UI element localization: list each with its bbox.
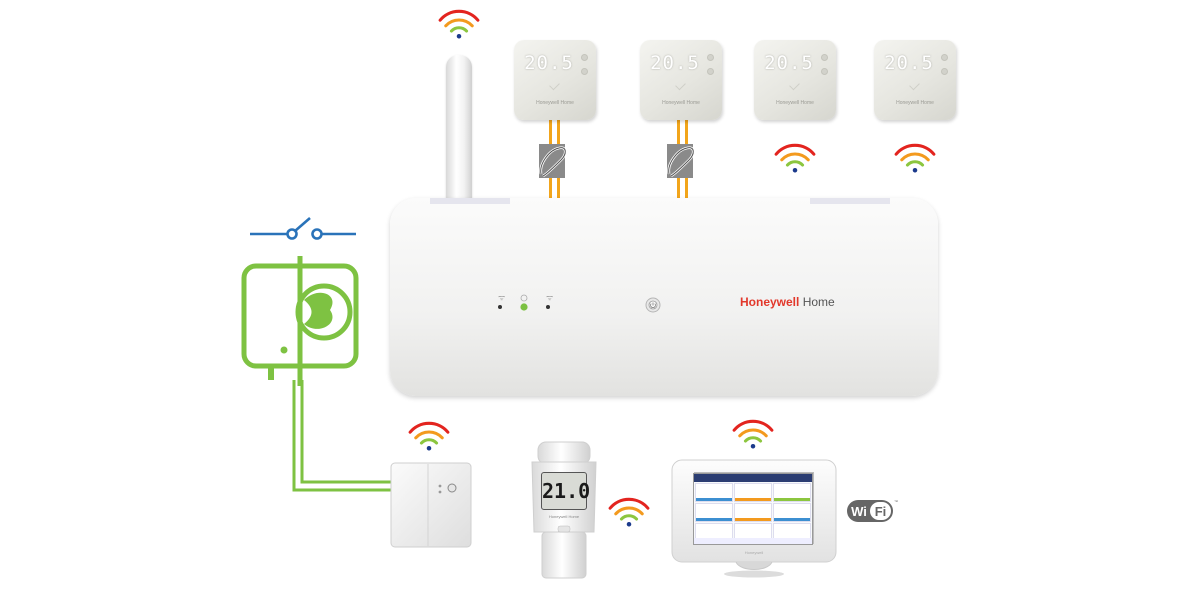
chevron-down-icon (909, 79, 920, 91)
wifi-waves-icon (894, 143, 936, 174)
thermostat-temp: 20.5 (650, 52, 700, 74)
svg-text:ᯤ: ᯤ (498, 293, 505, 302)
zone-tile (734, 483, 772, 502)
wall-thermostat-1: 20.5 Honeywell Home (514, 40, 596, 120)
svg-text:™: ™ (894, 499, 898, 504)
trv-brand: Honeywell Home (549, 514, 580, 519)
zone-grid (694, 482, 812, 543)
wifi-waves-icon (408, 421, 450, 452)
wifi-logo-text-left: Wi (851, 504, 867, 519)
wifi-waves-icon (732, 419, 774, 450)
radiator-valve: Honeywell Home (531, 441, 597, 579)
chevron-down-icon (789, 79, 800, 91)
zone-tile (773, 483, 811, 502)
thermostat-up-button (707, 54, 714, 61)
hub-status-leds: ᯤ ᯤ (498, 293, 553, 311)
zone-tile (734, 503, 772, 522)
wired-connection-icon (539, 144, 567, 178)
hub-brand-logo: Honeywell Home (740, 295, 835, 309)
trv-display: 21.0 (541, 472, 590, 510)
wall-thermostat-3: 20.5 Honeywell Home (754, 40, 836, 120)
wireless-relay-box (390, 462, 472, 548)
screen-footer (694, 538, 812, 544)
controller-screen (693, 473, 813, 545)
hub-antenna (446, 55, 472, 205)
boiler-cable (292, 380, 392, 492)
screen-header (694, 474, 812, 482)
wired-connection-icon (667, 144, 695, 178)
wall-thermostat-2: 20.5 Honeywell Home (640, 40, 722, 120)
thermostat-down-button (941, 68, 948, 75)
thermostat-temp: 20.5 (884, 52, 934, 74)
open-switch-icon (250, 217, 356, 240)
thermostat-temp: 20.5 (764, 52, 814, 74)
hub-top-cap (810, 198, 890, 204)
wifi-logo-icon: Wi Fi ™ (847, 499, 898, 522)
wifi-logo-text-right: Fi (875, 504, 887, 519)
thermostat-brand: Honeywell Home (536, 100, 574, 106)
wifi-waves-icon (774, 143, 816, 174)
hub-top-cap (430, 198, 510, 204)
wall-thermostat-4: 20.5 Honeywell Home (874, 40, 956, 120)
chevron-down-icon (549, 79, 560, 91)
svg-text:Honeywell: Honeywell (745, 550, 764, 555)
thermostat-up-button (581, 54, 588, 61)
wifi-waves-icon (608, 497, 650, 528)
thermostat-up-button (821, 54, 828, 61)
wiring-hub: ᯤ ᯤ Honeywell Home (390, 198, 938, 396)
thermostat-up-button (941, 54, 948, 61)
zone-tile (695, 503, 733, 522)
zone-tile (695, 483, 733, 502)
zone-tile (773, 503, 811, 522)
thermostat-down-button (707, 68, 714, 75)
thermostat-down-button (821, 68, 828, 75)
thermostat-brand: Honeywell Home (662, 100, 700, 106)
thermostat-temp: 20.5 (524, 52, 574, 74)
hub-bind-button[interactable] (644, 296, 662, 314)
thermostat-down-button (581, 68, 588, 75)
chevron-down-icon (675, 79, 686, 91)
thermostat-brand: Honeywell Home (896, 100, 934, 106)
svg-text:ᯤ: ᯤ (546, 293, 553, 302)
thermostat-brand: Honeywell Home (776, 100, 814, 106)
boiler-icon (241, 256, 359, 386)
wifi-waves-icon (438, 9, 480, 40)
